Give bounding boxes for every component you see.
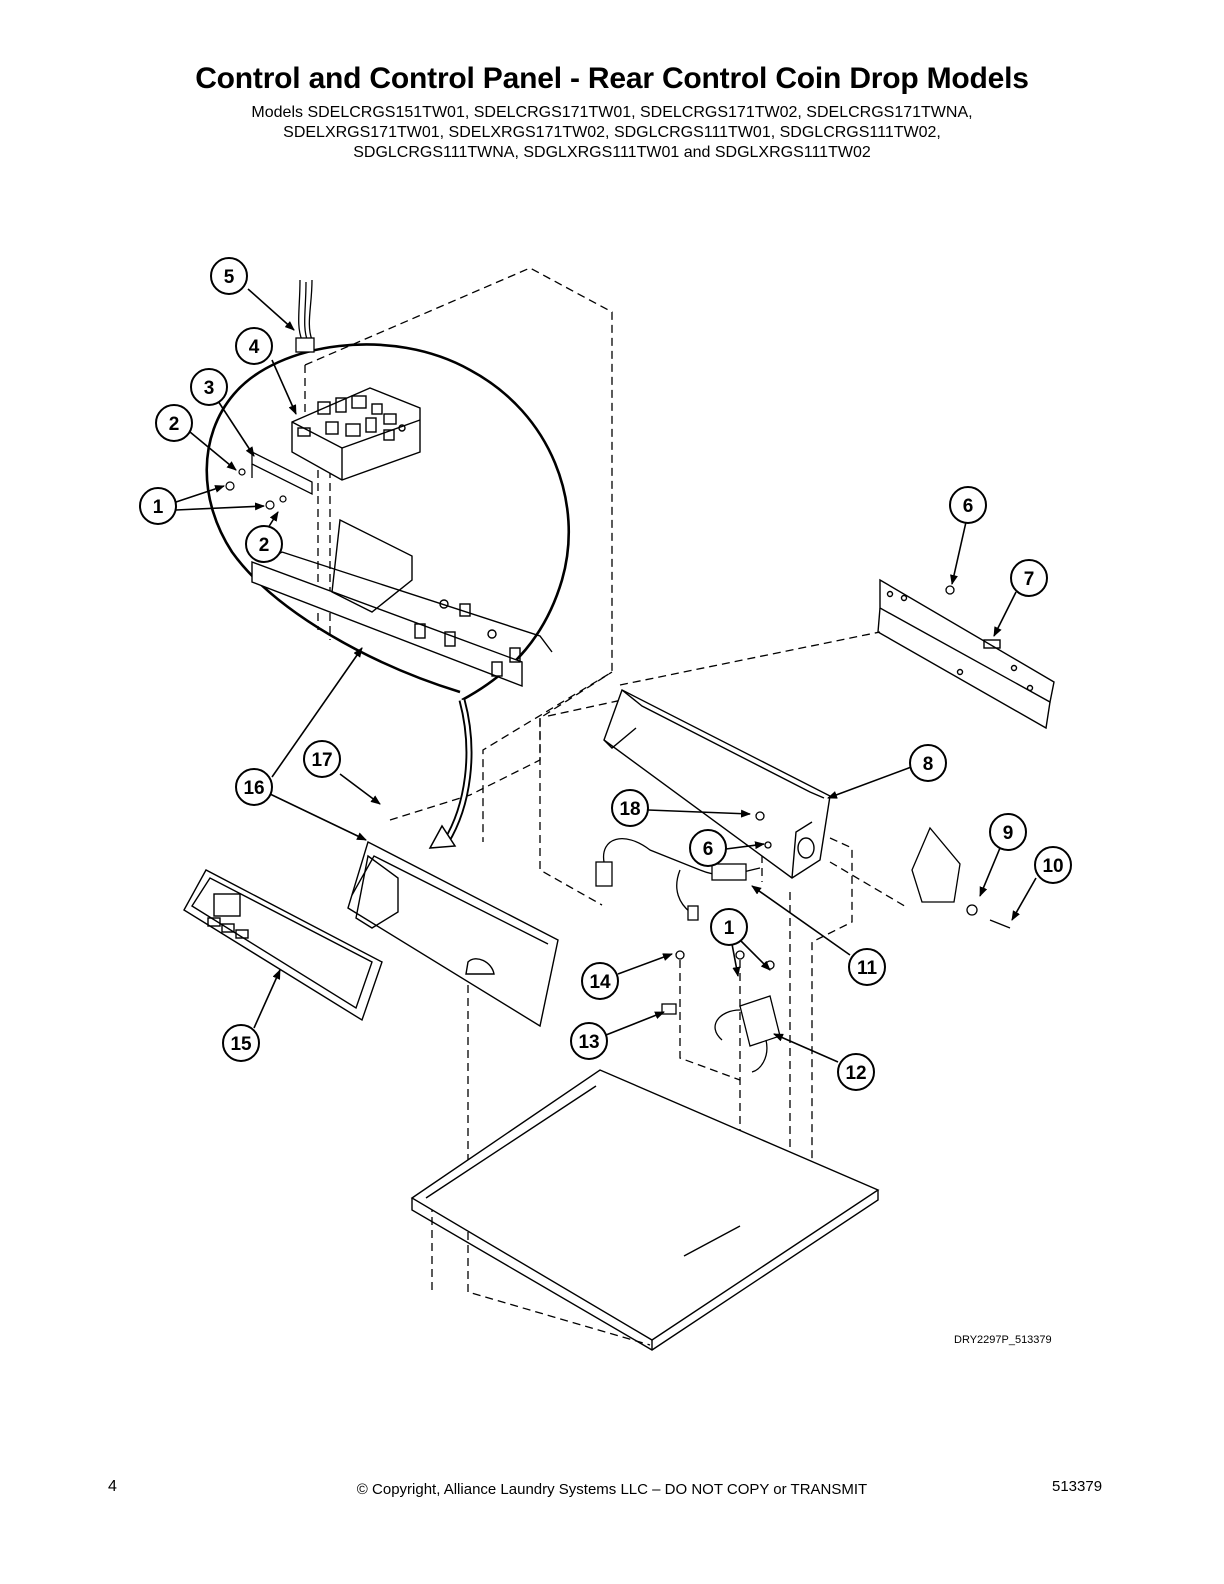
callout: 16 — [235, 768, 273, 806]
document-number: 513379 — [1052, 1478, 1103, 1495]
svg-text:2: 2 — [169, 414, 180, 435]
page-title: Control and Control Panel - Rear Control… — [195, 62, 1029, 95]
callout: 14 — [581, 962, 619, 1000]
callout: 10 — [1034, 846, 1072, 884]
callout: 4 — [235, 327, 273, 365]
svg-text:15: 15 — [230, 1034, 252, 1055]
svg-text:18: 18 — [619, 799, 640, 820]
svg-text:9: 9 — [1003, 823, 1014, 844]
callout-labels: 5 4 3 2 1 2 6 7 17 16 8 18 6 9 10 1 — [139, 257, 1072, 1091]
callout: 17 — [303, 740, 341, 778]
callout: 1 — [139, 487, 177, 525]
rear-control-console — [603, 689, 831, 879]
callout: 7 — [1010, 559, 1048, 597]
cabinet-top — [410, 1069, 880, 1351]
callout: 6 — [949, 486, 987, 524]
wire-harness-connector — [295, 279, 315, 353]
svg-text:11: 11 — [857, 958, 878, 979]
svg-text:8: 8 — [923, 754, 934, 775]
callout: 2 — [155, 404, 193, 442]
svg-text:12: 12 — [845, 1063, 866, 1084]
main-control-board — [291, 387, 421, 481]
callout: 15 — [222, 1024, 260, 1062]
callout: 9 — [989, 813, 1027, 851]
svg-text:1: 1 — [724, 918, 735, 939]
callout: 6 — [689, 829, 727, 867]
callout: 11 — [848, 948, 886, 986]
svg-text:4: 4 — [249, 337, 260, 358]
callout: 13 — [570, 1022, 608, 1060]
leader-lines — [175, 288, 1037, 1063]
callout: 8 — [909, 744, 947, 782]
callout: 2 — [245, 525, 283, 563]
callout: 1 — [710, 908, 748, 946]
wiring-harness — [595, 838, 761, 921]
copyright-notice: © Copyright, Alliance Laundry Systems LL… — [356, 1481, 868, 1498]
model-line: SDELXRGS171TW01, SDELXRGS171TW02, SDGLCR… — [283, 124, 941, 141]
page-number: 4 — [108, 1478, 117, 1495]
control-panel-frame — [251, 518, 553, 688]
svg-text:5: 5 — [224, 267, 235, 288]
screws-and-washers — [225, 468, 287, 510]
rear-panel-plate — [877, 578, 1055, 730]
drawing-reference: DRY2297P_513379 — [954, 1334, 1052, 1346]
svg-text:2: 2 — [259, 535, 270, 556]
svg-text:17: 17 — [311, 750, 332, 771]
svg-text:3: 3 — [204, 378, 215, 399]
svg-text:16: 16 — [243, 778, 264, 799]
callout: 12 — [837, 1053, 875, 1091]
svg-text:13: 13 — [578, 1032, 599, 1053]
svg-text:1: 1 — [153, 497, 164, 518]
svg-text:10: 10 — [1042, 856, 1063, 877]
svg-text:6: 6 — [703, 839, 714, 860]
model-list: Models SDELCRGS151TW01, SDELCRGS171TW01,… — [0, 103, 1224, 163]
model-line: SDGLCRGS111TWNA, SDGLXRGS111TW01 and SDG… — [353, 144, 871, 161]
svg-text:14: 14 — [589, 972, 611, 993]
svg-text:6: 6 — [963, 496, 974, 517]
model-line: Models SDELCRGS151TW01, SDELCRGS171TW01,… — [251, 104, 973, 121]
callout: 5 — [210, 257, 248, 295]
mounting-bracket — [251, 450, 313, 496]
panel-overlay — [183, 869, 383, 1022]
callout: 3 — [190, 368, 228, 406]
svg-text:7: 7 — [1024, 569, 1035, 590]
callout: 18 — [611, 789, 649, 827]
control-panel — [347, 840, 559, 1028]
transformer — [714, 995, 781, 1073]
